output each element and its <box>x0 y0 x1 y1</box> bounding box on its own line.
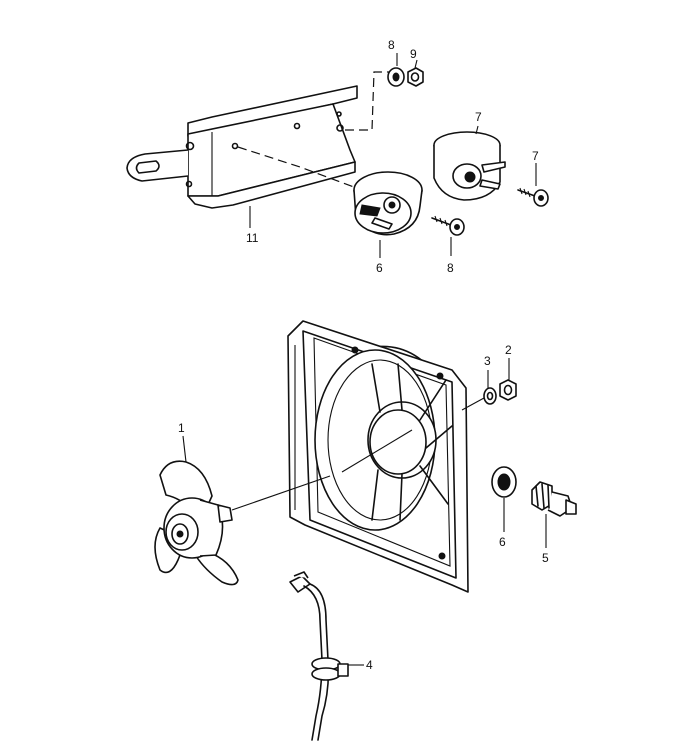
callouts: 8 9 7 7 11 6 8 1 3 2 6 5 4 <box>178 38 549 672</box>
cable-harness <box>289 571 349 741</box>
callout-6: 6 <box>499 535 506 549</box>
rubber-mount-front <box>353 171 423 236</box>
assembly-line-nut <box>461 397 485 411</box>
callout-11: 9 <box>410 47 417 61</box>
assembly-line-shaft-hidden <box>341 429 413 473</box>
seal-ring <box>491 466 517 498</box>
callout-10: 8 <box>388 38 395 52</box>
nut-lower <box>499 379 517 401</box>
callout-8-bottom: 8 <box>447 261 454 275</box>
callout-3: 3 <box>484 354 491 368</box>
screw-top <box>517 187 549 207</box>
rubber-mount-rear <box>433 131 506 201</box>
callout-7-rear: 7 <box>475 110 482 124</box>
bracket <box>126 85 358 209</box>
fan-shroud <box>287 320 469 593</box>
callout-4: 4 <box>366 658 373 672</box>
nut-top <box>407 67 424 87</box>
assembly-line-mount <box>237 146 379 197</box>
screw-bottom <box>431 215 465 236</box>
leader-lines <box>182 53 547 666</box>
callout-9: 11 <box>246 231 259 245</box>
washer-lower <box>483 387 497 405</box>
callout-8-top: 7 <box>532 149 539 163</box>
assembly-line-stud <box>345 71 396 131</box>
callout-5: 5 <box>542 551 549 565</box>
callout-1: 1 <box>178 421 185 435</box>
assembly-line-shaft <box>231 475 331 511</box>
washer-top <box>387 67 405 87</box>
callout-7-front: 6 <box>376 261 383 275</box>
thermo-switch <box>531 481 577 517</box>
fan-blade <box>154 460 239 586</box>
callout-2: 2 <box>505 343 512 357</box>
